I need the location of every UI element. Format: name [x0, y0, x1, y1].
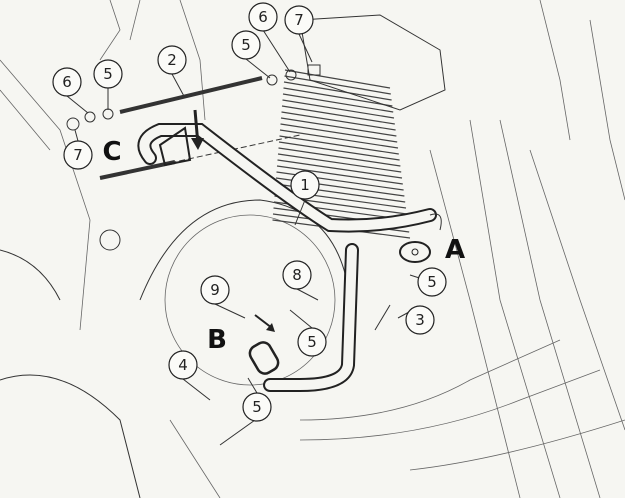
- callout-7-left: 7: [63, 140, 93, 170]
- callout-number: 2: [167, 51, 177, 69]
- callout-circle: [242, 392, 272, 422]
- callout-5-bottom: 5: [242, 392, 272, 422]
- callout-number: 8: [292, 266, 302, 284]
- cylinder-fin: [278, 141, 400, 161]
- callout-number: 9: [210, 281, 220, 299]
- callout-5-right: 5: [417, 267, 447, 297]
- callout-number: 5: [252, 398, 262, 416]
- callout-number: 5: [241, 36, 251, 54]
- callout-circle: [284, 5, 314, 35]
- callout-circle: [248, 2, 278, 32]
- callout-number: 3: [415, 311, 425, 329]
- callout-circle: [231, 30, 261, 60]
- cylinder-fin: [283, 81, 392, 101]
- rod: [66, 64, 321, 180]
- callout-circle: [405, 305, 435, 335]
- cylinder-fin: [281, 111, 396, 131]
- cylinder-fin: [281, 105, 395, 125]
- callout-number: 5: [307, 333, 317, 351]
- cylinder-fin: [282, 93, 394, 113]
- callout-circle: [157, 45, 187, 75]
- cylinder-fin: [280, 117, 397, 137]
- callout-number: 4: [178, 356, 188, 374]
- cylinder-fin: [284, 69, 391, 89]
- cylinder-fin: [279, 135, 399, 155]
- callout-number: 5: [103, 65, 113, 83]
- callout-circle: [168, 350, 198, 380]
- callout-number: 6: [258, 8, 268, 26]
- callout-7-top: 7: [284, 5, 314, 35]
- callout-circle: [63, 140, 93, 170]
- cylinder-fin: [283, 87, 393, 107]
- cylinder-fin: [277, 153, 402, 173]
- callout-circle: [93, 59, 123, 89]
- engine-guard-bar: [137, 109, 442, 446]
- callout-circle: [290, 170, 320, 200]
- callout-6-top: 6: [248, 2, 278, 32]
- mount-point-b: B: [207, 325, 227, 355]
- cylinder-fin: [276, 165, 403, 185]
- callout-1-guard: 1: [290, 170, 320, 200]
- cylinder-fin: [277, 159, 403, 179]
- callout-circle: [282, 260, 312, 290]
- cylinder-fin: [280, 123, 398, 143]
- callout-number: 6: [62, 73, 72, 91]
- cylinder-fin: [279, 129, 399, 149]
- callout-number: 7: [294, 11, 304, 29]
- mount-point-a: A: [445, 235, 465, 265]
- callout-number: 5: [427, 273, 437, 291]
- cylinder-fin: [278, 147, 401, 167]
- cylinder-fin: [282, 99, 395, 119]
- callout-5-middle: 5: [297, 327, 327, 357]
- callout-5-top-right: 5: [231, 30, 261, 60]
- callout-number: 7: [73, 146, 83, 164]
- callout-4-bolt: 4: [168, 350, 198, 380]
- callout-3-bolt: 3: [405, 305, 435, 335]
- callout-number: 1: [300, 176, 310, 194]
- callout-8: 8: [282, 260, 312, 290]
- callout-circle: [417, 267, 447, 297]
- callout-2-rod: 2: [157, 45, 187, 75]
- callout-circle: [297, 327, 327, 357]
- cylinder-fin: [284, 75, 391, 95]
- callout-circle: [200, 275, 230, 305]
- callout-circle: [52, 67, 82, 97]
- mount-point-c: C: [102, 137, 121, 167]
- callout-5-top-left: 5: [93, 59, 123, 89]
- callout-9: 9: [200, 275, 230, 305]
- callout-6-left: 6: [52, 67, 82, 97]
